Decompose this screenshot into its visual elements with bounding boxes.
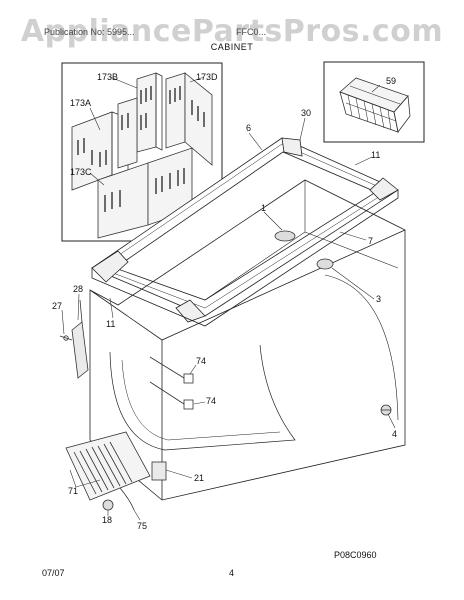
diagram-code: P08C0960 [334, 550, 377, 560]
publication-number: Publication No: 5995... [44, 27, 135, 37]
leveling-leg-4 [380, 404, 392, 416]
divider-173d [165, 72, 186, 149]
callout-28: 28 [73, 284, 83, 294]
callout-18: 18 [102, 515, 112, 525]
model-number: FFC0... [236, 27, 267, 37]
cabinet-body [89, 179, 406, 501]
callout-1: 1 [261, 203, 266, 213]
divider-173b [136, 72, 157, 153]
relay-21 [151, 461, 167, 481]
callout-173a: 173A [70, 98, 91, 108]
drain-plug-3 [316, 258, 334, 270]
footer-page-number: 4 [229, 568, 235, 578]
watermark: AppliancePartsPros.com [20, 14, 444, 49]
callout-3: 3 [376, 294, 381, 304]
callout-11-top: 11 [371, 150, 380, 160]
footer-date: 07/07 [42, 568, 65, 578]
plug-18 [102, 499, 114, 511]
part-1 [274, 230, 296, 242]
callout-4: 4 [392, 429, 397, 439]
callout-71: 71 [68, 486, 78, 496]
callout-74-top: 74 [196, 356, 206, 366]
basket-inset-box [323, 61, 425, 143]
callout-30: 30 [301, 108, 311, 118]
hinge-28 [71, 299, 89, 379]
control-74a [149, 356, 194, 384]
callout-27: 27 [52, 301, 62, 311]
callout-173c: 173C [70, 167, 92, 177]
control-74b [149, 381, 194, 410]
callout-11-bottom: 11 [106, 319, 115, 329]
section-title: CABINET [210, 42, 254, 52]
callout-74-bottom: 74 [206, 396, 216, 406]
screw-27 [59, 335, 73, 341]
grille-71 [65, 431, 151, 501]
cord-75 [119, 487, 135, 511]
basket-59 [339, 77, 411, 133]
callout-75: 75 [137, 521, 147, 531]
callout-21: 21 [194, 473, 204, 483]
callout-59: 59 [386, 76, 396, 86]
callout-173b: 173B [97, 72, 118, 82]
callout-173d: 173D [196, 72, 218, 82]
callout-7: 7 [368, 236, 373, 246]
callout-6: 6 [246, 123, 251, 133]
